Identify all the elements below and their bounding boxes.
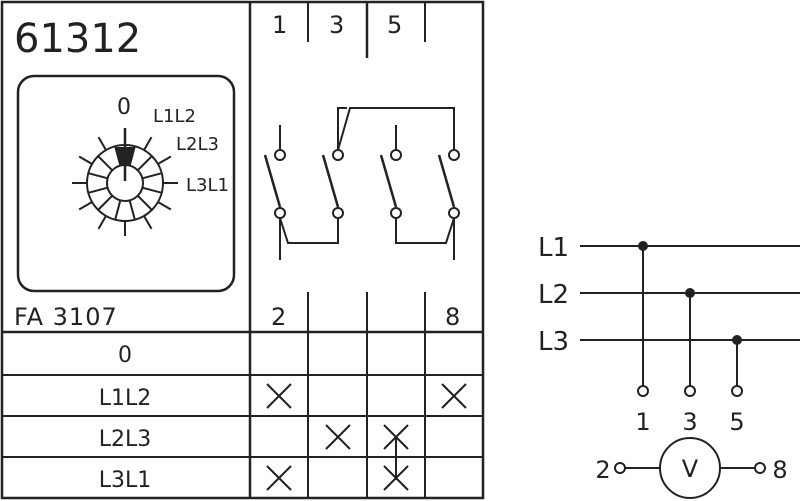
meter-terminal-8: 8 [772, 456, 787, 484]
closed-contact-mark [383, 424, 409, 450]
type-code: FA 3107 [14, 303, 118, 331]
terminal-8: 8 [445, 303, 460, 331]
table-grid [2, 2, 483, 498]
rotary-dial-icon [72, 128, 178, 236]
row-label-0: 0 [118, 343, 132, 368]
wiring-diagram [580, 241, 800, 499]
outer-frame [0, 0, 485, 500]
line-l1: L1 [538, 233, 569, 263]
row-label-l3l1: L3L1 [99, 468, 152, 493]
terminal-1: 1 [272, 11, 287, 39]
meter-symbol: V [682, 455, 699, 483]
meter-terminal-2: 2 [595, 456, 610, 484]
switching-marks [266, 383, 467, 491]
wiring-terminal-3: 3 [682, 408, 697, 436]
line-l2: L2 [538, 280, 569, 310]
closed-contact-mark [266, 465, 292, 491]
terminal-5: 5 [387, 11, 402, 39]
wiring-terminal-1: 1 [635, 408, 650, 436]
dial-position-l3l1: L3L1 [186, 175, 229, 196]
article-number: 61312 [14, 16, 141, 62]
row-label-l1l2: L1L2 [99, 386, 152, 411]
closed-contact-mark [325, 424, 351, 450]
closed-contact-mark [266, 383, 292, 409]
row-label-l2l3: L2L3 [99, 427, 152, 452]
dial-position-l1l2: L1L2 [153, 106, 196, 127]
wiring-terminal-5: 5 [729, 408, 744, 436]
terminal-3: 3 [329, 11, 344, 39]
dial-plate [16, 74, 236, 293]
dial-position-0: 0 [117, 95, 131, 120]
contact-schematic [263, 107, 460, 260]
line-l3: L3 [538, 327, 569, 357]
closed-contact-mark [441, 383, 467, 409]
terminal-2: 2 [271, 303, 286, 331]
dial-position-l2l3: L2L3 [176, 134, 219, 155]
